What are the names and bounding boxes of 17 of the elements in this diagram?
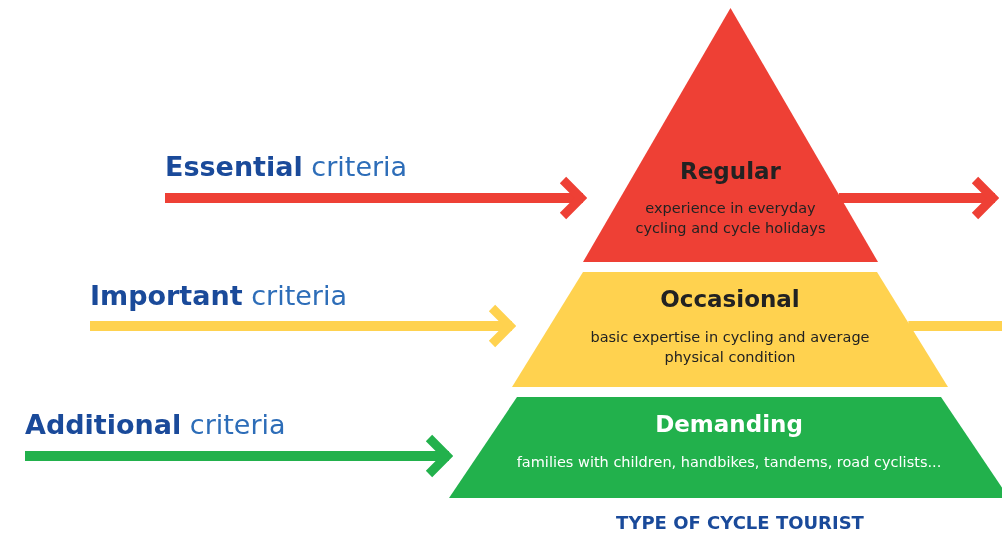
criteria-label: Additional criteria — [25, 409, 286, 440]
tier-description: families with children, handbikes, tandems, road cyclists... — [516, 453, 942, 472]
arrow — [165, 175, 586, 221]
tier-title: Demanding — [655, 411, 803, 437]
pyramid-tier — [449, 397, 1002, 498]
tier-description: experience in everyday cycling and cycle holidays — [634, 199, 827, 238]
criteria-label: Important criteria — [90, 280, 347, 311]
criteria-label: Essential criteria — [165, 151, 408, 182]
arrow — [838, 175, 998, 221]
pyramid-tier — [583, 8, 878, 262]
tier-description: basic expertise in cycling and average physical condition — [589, 328, 871, 367]
tier-title: Regular — [680, 158, 781, 184]
tier-title: Occasional — [660, 286, 800, 312]
arrow — [90, 303, 515, 349]
pyramid-tier — [512, 272, 948, 387]
caption: TYPE OF CYCLE TOURIST — [615, 512, 865, 533]
arrow — [25, 433, 452, 479]
